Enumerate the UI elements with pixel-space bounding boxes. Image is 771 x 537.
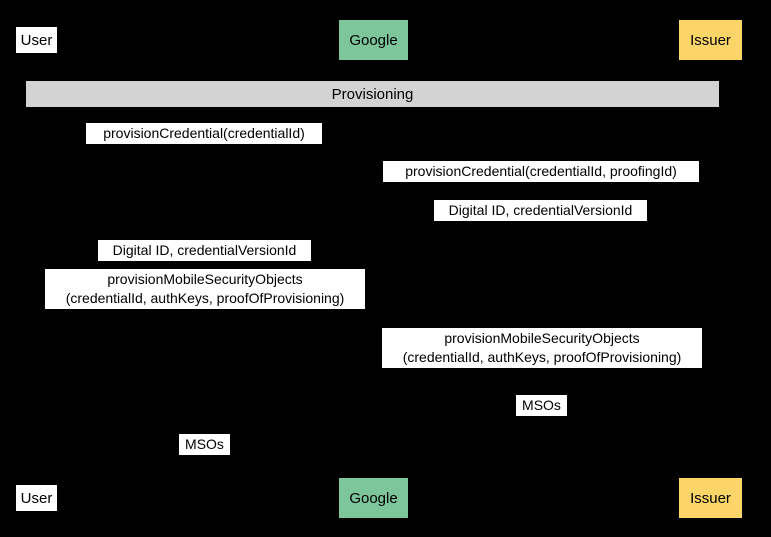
fragment-banner-label: Provisioning <box>331 85 414 103</box>
participant-user-top-label: User <box>20 31 53 49</box>
participant-issuer-top[interactable]: Issuer <box>679 20 742 60</box>
participant-issuer-bottom-label: Issuer <box>690 489 731 507</box>
participant-issuer-top-label: Issuer <box>690 31 731 49</box>
lifeline-user <box>35 60 36 477</box>
participant-google-top-label: Google <box>349 31 398 49</box>
message-label-4: Digital ID, credentialVersionId <box>98 240 311 261</box>
participant-google-top[interactable]: Google <box>339 20 408 60</box>
message-label-3: Digital ID, credentialVersionId <box>434 200 647 221</box>
participant-issuer-bottom[interactable]: Issuer <box>679 478 742 518</box>
message-arrow-4 <box>36 264 373 265</box>
lifeline-issuer <box>710 60 711 477</box>
participant-google-bottom[interactable]: Google <box>339 478 408 518</box>
message-label-7: MSOs <box>516 395 567 416</box>
participant-user-bottom-label: User <box>20 489 53 507</box>
message-arrow-1 <box>36 146 373 147</box>
message-label-8: MSOs <box>179 434 230 455</box>
message-arrow-2 <box>374 186 710 187</box>
message-label-1: provisionCredential(credentialId) <box>86 123 322 144</box>
message-arrow-7 <box>374 420 710 421</box>
message-arrow-3 <box>374 225 710 226</box>
participant-google-bottom-label: Google <box>349 489 398 507</box>
message-arrow-5 <box>36 311 373 312</box>
participant-user-top[interactable]: User <box>16 27 57 53</box>
message-label-5: provisionMobileSecurityObjects (credenti… <box>45 269 365 309</box>
lifeline-google <box>373 60 374 477</box>
message-label-6: provisionMobileSecurityObjects (credenti… <box>382 328 702 368</box>
message-arrow-8 <box>36 460 373 461</box>
fragment-banner-provisioning: Provisioning <box>26 81 719 107</box>
message-arrow-6 <box>374 370 710 371</box>
message-label-2: provisionCredential(credentialId, proofi… <box>383 161 699 182</box>
participant-user-bottom[interactable]: User <box>16 485 57 511</box>
